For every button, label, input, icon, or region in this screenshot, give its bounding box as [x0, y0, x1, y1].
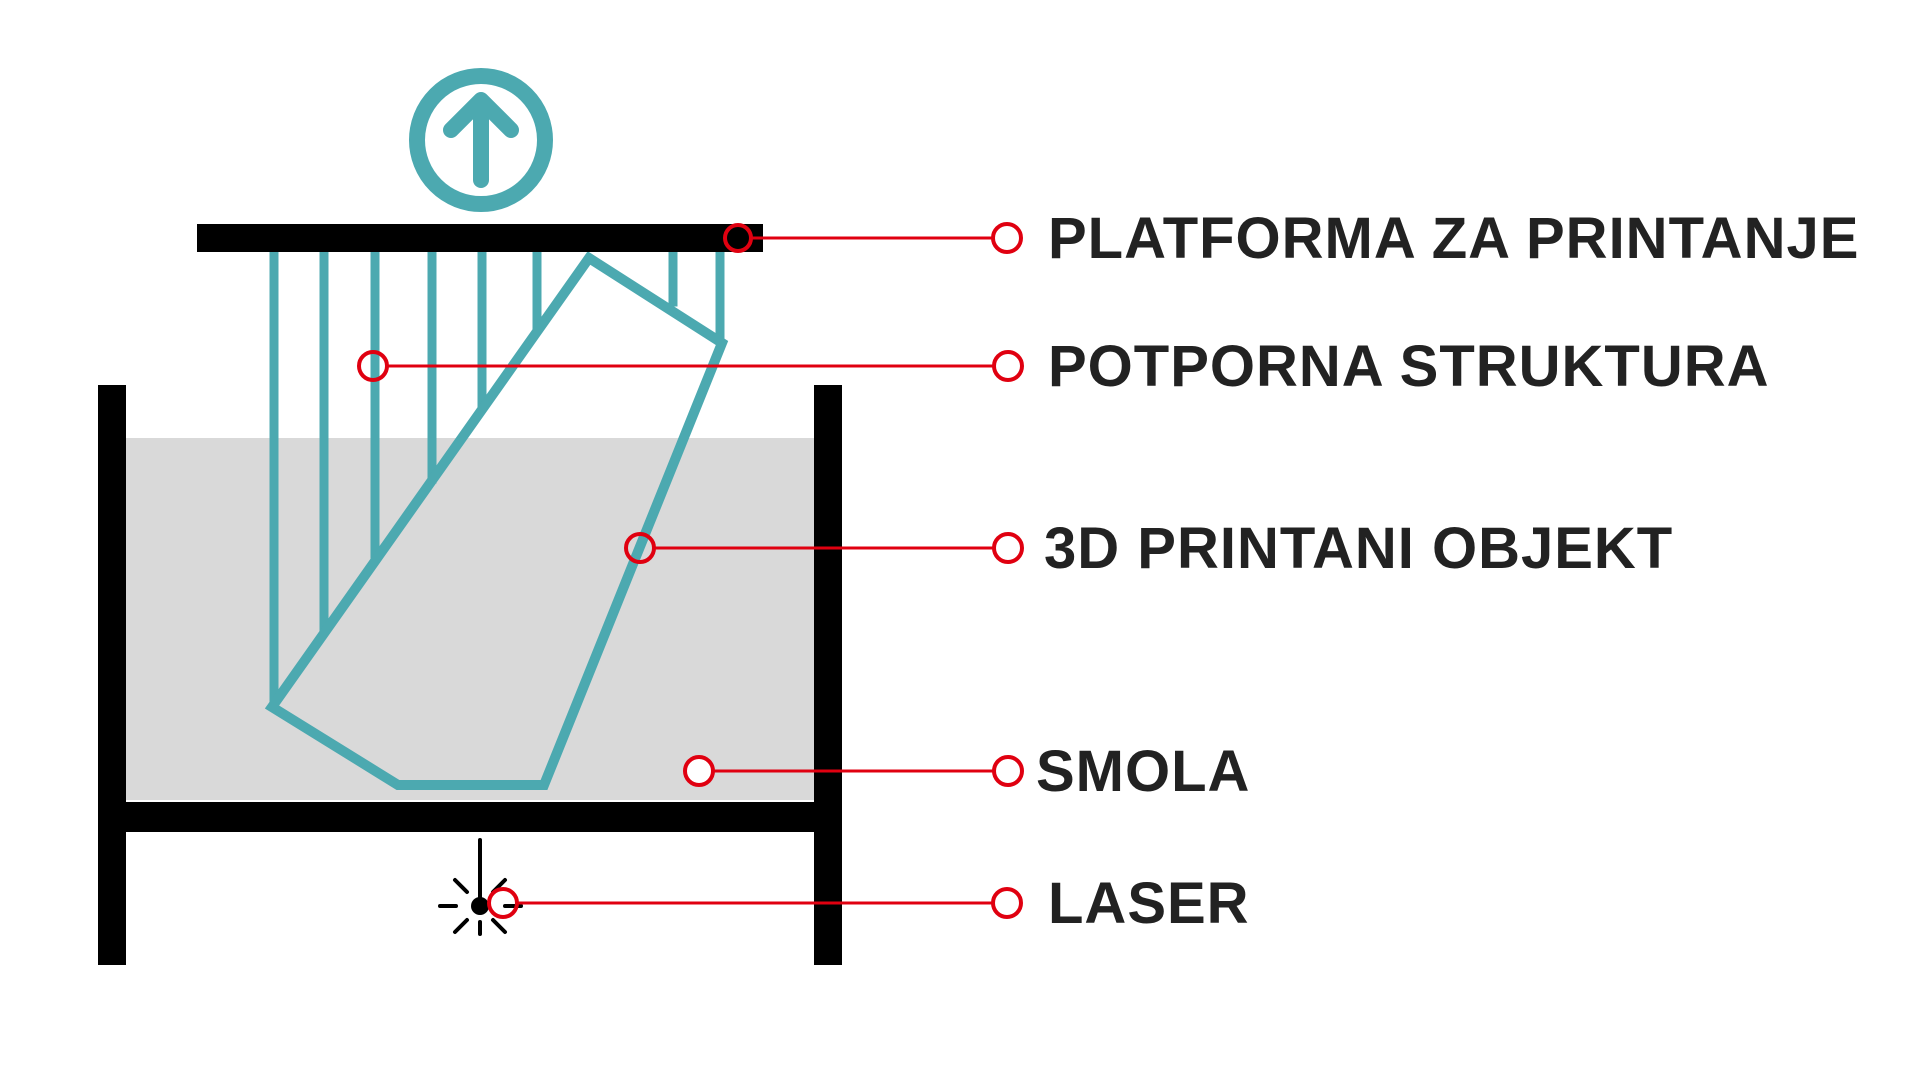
support-structure [269, 243, 725, 710]
leader-platform [723, 222, 1023, 254]
label-platform: PLATFORMA ZA PRINTANJE [1048, 206, 1859, 271]
leader-object [624, 532, 1024, 564]
tank-left-wall [98, 385, 126, 965]
label-resin: SMOLA [1036, 739, 1250, 804]
leader-resin [683, 755, 1024, 787]
leader-laser [487, 887, 1023, 919]
label-laser: LASER [1048, 871, 1250, 936]
arrow-up-circle-icon [409, 68, 553, 212]
label-object: 3D PRINTANI OBJEKT [1044, 516, 1673, 581]
resin-pool [126, 438, 818, 800]
tank-right-wall [814, 385, 842, 965]
leader-support [357, 350, 1024, 382]
laser-burst-icon [438, 838, 523, 936]
label-support: POTPORNA STRUKTURA [1048, 334, 1770, 399]
tank-floor [98, 802, 842, 832]
printed-object [264, 251, 729, 790]
build-platform [197, 224, 763, 252]
